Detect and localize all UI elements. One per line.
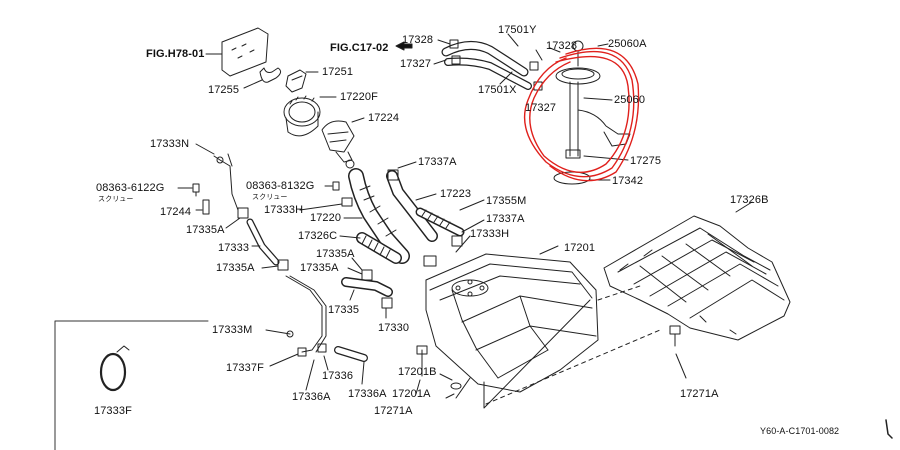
part-label-17223: 17223 [440, 188, 472, 200]
figure-ref-h78[interactable]: FIG.H78-01 [146, 48, 205, 60]
pipe-17333m [285, 275, 323, 353]
part-label-17355m: 17355M [486, 195, 527, 207]
part-label-17337f: 17337F [226, 362, 264, 374]
part-label-17501y: 17501Y [498, 24, 537, 36]
screw-08363-6122g [192, 183, 200, 197]
part-label-17326b: 17326B [730, 194, 769, 206]
hose-17220 [348, 168, 410, 264]
part-label-17333h-1: 17333H [264, 204, 304, 216]
part-label-17333n: 17333N [150, 138, 190, 150]
part-label-17333h-2: 17333H [470, 228, 510, 240]
part-label-17342: 17342 [612, 175, 644, 187]
hose-17326c [356, 232, 402, 264]
fuel-tank-17201 [425, 253, 599, 393]
part-label-17327-b: 17327 [525, 102, 557, 114]
screw-note-1: スクリュー [98, 196, 134, 203]
screw-note-2: スクリュー [252, 194, 288, 201]
diagram-code: Y60-A-C1701-0082 [760, 426, 840, 436]
part-label-17333: 17333 [218, 242, 250, 254]
left-arrow-icon [395, 41, 413, 51]
hand-drawn-highlight [523, 47, 640, 182]
part-label-08363-6122g: 08363-6122G [96, 182, 165, 194]
part-label-25060a: 25060A [608, 38, 647, 50]
part-label-17335a-3: 17335A [316, 248, 355, 260]
part-label-17336a-2: 17336A [348, 388, 387, 400]
part-label-17220: 17220 [310, 212, 342, 224]
part-label-17333m: 17333M [212, 324, 253, 336]
hose-17501x [444, 57, 532, 90]
part-label-17326c: 17326C [298, 230, 338, 242]
part-label-25060: 25060 [614, 94, 646, 106]
part-label-17271a-1: 17271A [374, 405, 413, 417]
cap-17251 [285, 69, 307, 93]
part-label-17330: 17330 [378, 322, 410, 334]
clip-17255 [259, 67, 282, 83]
part-label-17337a-2: 17337A [486, 213, 525, 225]
part-label-17275: 17275 [630, 155, 662, 167]
part-label-17271a-2: 17271A [680, 388, 719, 400]
part-label-17327-a: 17327 [400, 58, 432, 70]
part-label-17335a-4: 17335A [300, 262, 339, 274]
part-label-17333f: 17333F [94, 405, 132, 417]
part-label-17337a-1: 17337A [418, 156, 457, 168]
part-label-17201b: 17201B [398, 366, 437, 378]
part-label-17335a-2: 17335A [216, 262, 255, 274]
part-label-17328-a: 17328 [402, 34, 434, 46]
boot-17224 [321, 120, 355, 169]
part-label-17251: 17251 [322, 66, 354, 78]
part-label-17220f: 17220F [340, 91, 378, 103]
part-label-17244: 17244 [160, 206, 192, 218]
bracket-plate-fig-h78 [221, 27, 269, 77]
clamp-17333f [99, 345, 130, 392]
part-label-17328-b: 17328 [546, 40, 578, 52]
hose-17223 [386, 170, 438, 242]
part-label-17336: 17336 [322, 370, 354, 382]
part-label-17335: 17335 [328, 304, 360, 316]
filter-17244 [202, 199, 210, 215]
inset-frame [54, 320, 209, 450]
part-label-08363-8132g: 08363-8132G [246, 180, 315, 192]
part-label-17224: 17224 [368, 112, 400, 124]
hose-17501y [441, 41, 529, 77]
pipe-17333n [213, 153, 239, 211]
skid-plate-17326b [603, 215, 791, 341]
part-label-17335a-1: 17335A [186, 224, 225, 236]
part-label-17201: 17201 [564, 242, 596, 254]
part-label-17336a-1: 17336A [292, 391, 331, 403]
filler-ring-17220f [283, 95, 321, 137]
part-label-17255: 17255 [208, 84, 240, 96]
tube-17335 [341, 277, 393, 297]
figure-ref-c17[interactable]: FIG.C17-02 [330, 42, 389, 54]
part-label-17201a: 17201A [392, 388, 431, 400]
part-label-17501x: 17501X [478, 84, 517, 96]
